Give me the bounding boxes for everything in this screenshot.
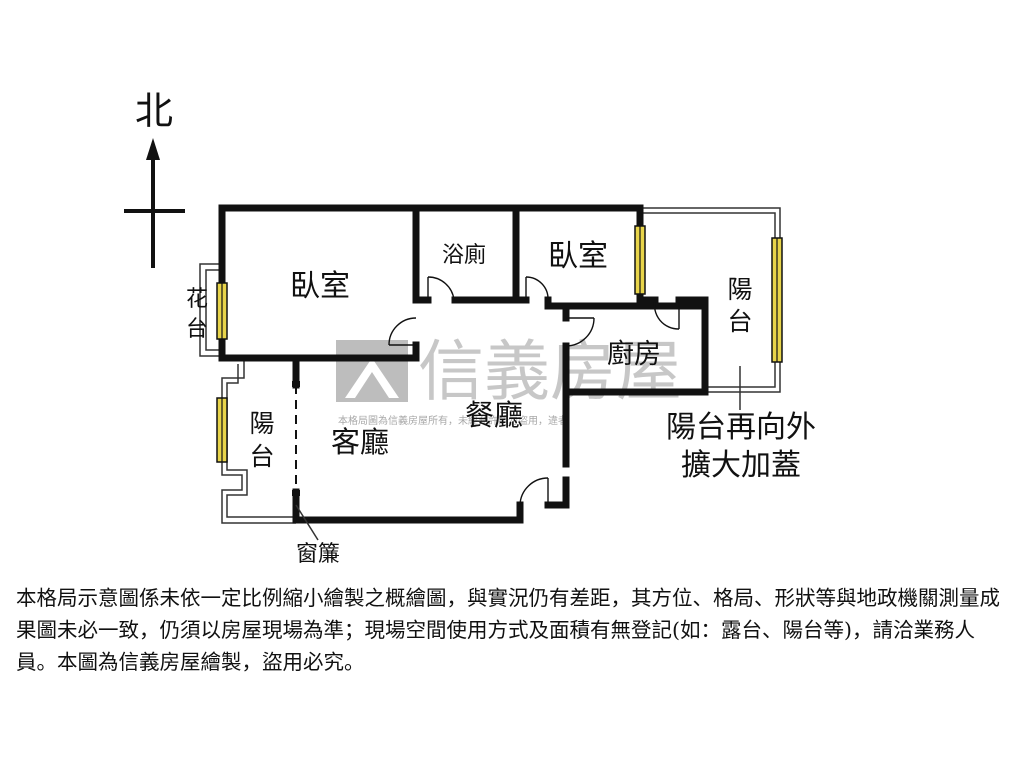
label-flower-bed-2: 台 <box>186 317 208 342</box>
label-living-room: 客廳 <box>331 425 389 459</box>
label-bedroom-right: 臥室 <box>548 239 608 274</box>
annotation-curtain: 窗簾 <box>296 542 340 567</box>
north-compass: 北 <box>124 89 185 268</box>
watermark-brand: 信義房屋 <box>418 333 682 410</box>
room-labels: 臥室 浴廁 臥室 陽 台 花 台 廚房 餐廳 客廳 陽 台 <box>186 239 753 471</box>
label-balcony-right-1: 陽 <box>727 275 752 304</box>
annotation-balcony-extension-1: 陽台再向外 <box>666 410 816 445</box>
label-dining-room: 餐廳 <box>465 398 523 432</box>
label-balcony-left-2: 台 <box>249 442 274 471</box>
windows <box>216 225 783 463</box>
watermark-fine-print: 本格局圖為信義房屋所有，未經允許請勿盜用，違者 <box>338 414 568 427</box>
doors <box>292 276 680 541</box>
label-balcony-left-1: 陽 <box>249 409 274 438</box>
brand-logo-icon <box>336 340 408 402</box>
label-flower-bed-1: 花 <box>186 287 208 312</box>
label-bathroom: 浴廁 <box>442 243 486 268</box>
north-label: 北 <box>135 89 173 133</box>
label-balcony-right-2: 台 <box>727 307 752 336</box>
annotations: 陽台再向外 擴大加蓋 窗簾 <box>296 410 816 567</box>
label-kitchen: 廚房 <box>607 339 661 370</box>
disclaimer-text: 本格局示意圖係未依一定比例縮小繪製之概繪圖，與實況仍有差距，其方位、格局、形狀等… <box>16 586 1000 674</box>
watermark: 信義房屋 本格局圖為信義房屋所有，未經允許請勿盜用，違者 <box>336 333 682 427</box>
annotation-balcony-extension-2: 擴大加蓋 <box>681 448 801 483</box>
label-bedroom-left: 臥室 <box>290 269 350 304</box>
north-arrow-icon <box>146 138 160 160</box>
